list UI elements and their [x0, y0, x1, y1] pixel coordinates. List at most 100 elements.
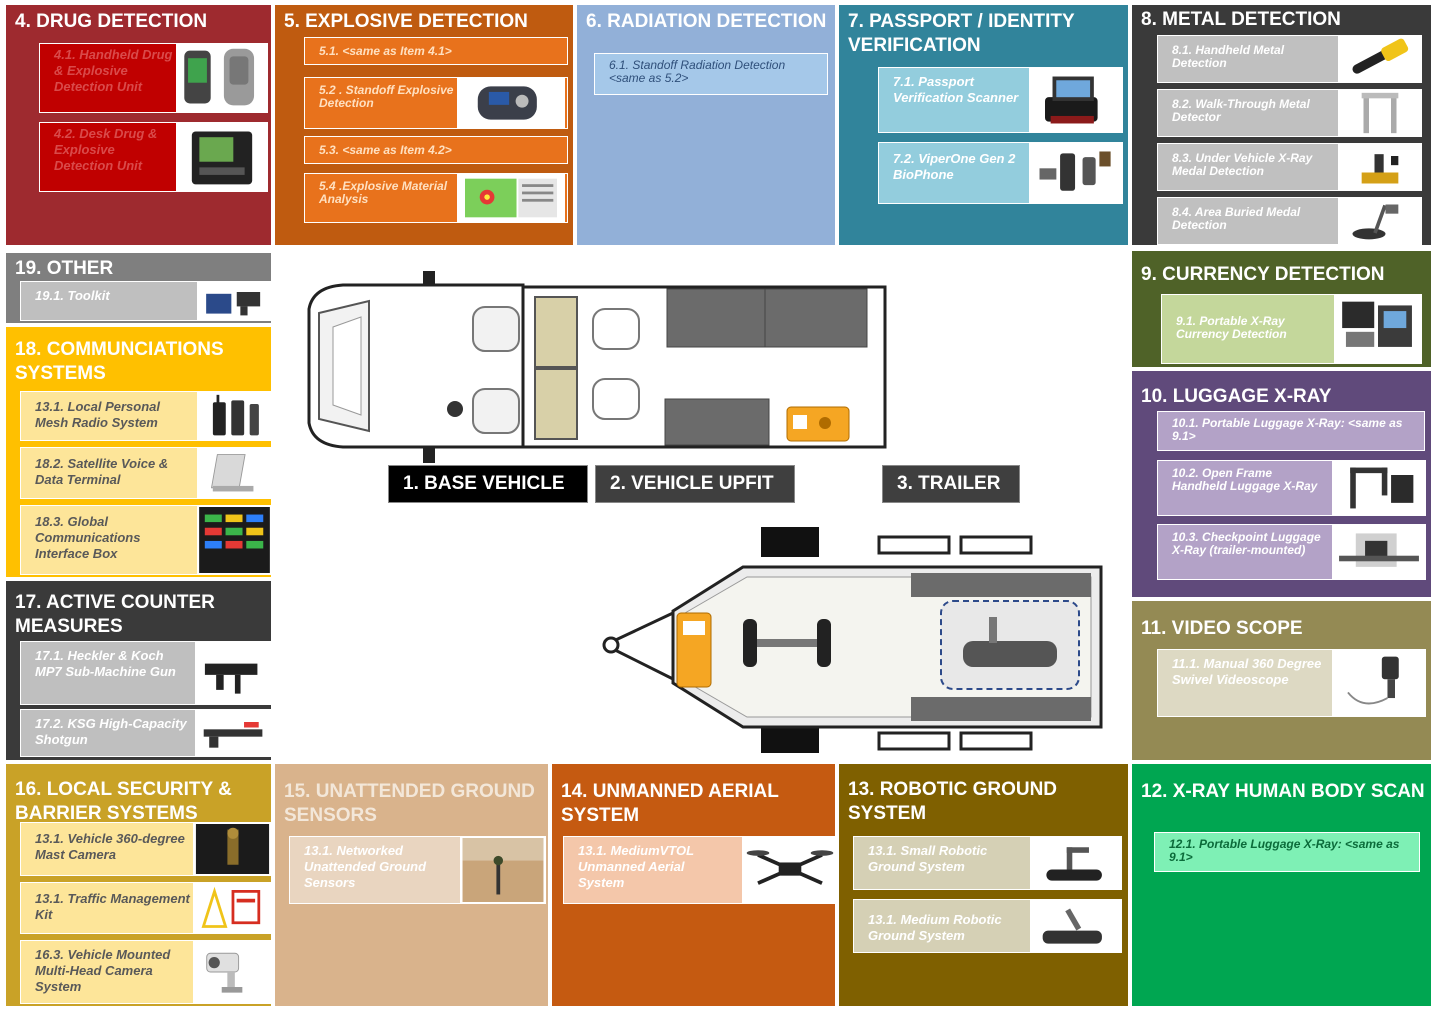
panel-radiation-detection: 6. RADIATION DETECTION 6.1. Standoff Rad… — [575, 3, 837, 247]
panel-explosive-detection: 5. EXPLOSIVE DETECTION 5.1. <same as Ite… — [273, 3, 575, 247]
item-label: 17.1. Heckler & Koch MP7 Sub-Machine Gun — [35, 648, 176, 679]
item-17-1[interactable]: 17.1. Heckler & Koch MP7 Sub-Machine Gun — [20, 641, 271, 705]
item-5-2[interactable]: 5.2 . Standoff Explosive Detection — [304, 77, 568, 129]
panel-title: 4. DRUG DETECTION — [15, 11, 208, 32]
item-label: 12.1. Portable Luggage X-Ray: <same as 9… — [1169, 837, 1400, 864]
submachine-gun-icon — [195, 641, 271, 705]
item-5-3[interactable]: 5.3. <same as Item 4.2> — [304, 136, 568, 164]
item-8-3[interactable]: 8.3. Under Vehicle X-Ray Medal Detection — [1157, 143, 1422, 191]
panel-title: 11. VIDEO SCOPE — [1141, 618, 1303, 639]
small-robot-icon — [1030, 836, 1122, 890]
item-label: 13.1. Vehicle 360-degree Mast Camera — [35, 831, 185, 862]
panel-title: 16. LOCAL SECURITY & BARRIER SYSTEMS — [15, 779, 232, 824]
panel-title: 8. METAL DETECTION — [1141, 9, 1341, 30]
biophone-icon — [1029, 142, 1123, 204]
base-vehicle-label[interactable]: 1. BASE VEHICLE — [388, 465, 588, 503]
item-label: 5.4 .Explosive Material Analysis — [319, 179, 448, 206]
item-label: 10.3. Checkpoint Luggage X-Ray (trailer-… — [1172, 530, 1321, 557]
metal-wand-icon — [1338, 35, 1422, 83]
item-16-1[interactable]: 13.1. Vehicle 360-degree Mast Camera — [20, 822, 271, 876]
item-label: 13.1. Traffic Management Kit — [35, 891, 190, 922]
item-10-2[interactable]: 10.2. Open Frame Handheld Luggage X-Ray — [1157, 460, 1426, 516]
panel-title: 15. UNATTENDED GROUND SENSORS — [284, 781, 535, 826]
videoscope-icon — [1332, 649, 1426, 717]
item-7-2[interactable]: 7.2. ViperOne Gen 2 BioPhone — [878, 142, 1123, 204]
panel-robotic-ground-system: 13. ROBOTIC GROUND SYSTEM 13.1. Small Ro… — [837, 762, 1130, 1008]
item-4-1[interactable]: 4.1. Handheld Drug & Explosive Detection… — [39, 43, 268, 113]
panel-luggage-xray: 10. LUGGAGE X-RAY 10.1. Portable Luggage… — [1130, 369, 1433, 599]
item-18-1[interactable]: 13.1. Local Personal Mesh Radio System — [20, 391, 271, 441]
item-label: 7.2. ViperOne Gen 2 BioPhone — [893, 151, 1016, 182]
standoff-detector-icon — [457, 77, 565, 129]
item-13-1-small[interactable]: 13.1. Small Robotic Ground System — [853, 836, 1122, 890]
item-label: 13.1. MediumVTOL Unmanned Aerial System — [578, 843, 694, 890]
item-label: 5.1. <same as Item 4.1> — [319, 44, 452, 58]
medium-robot-icon — [1030, 899, 1122, 953]
item-label: 8.3. Under Vehicle X-Ray Medal Detection — [1172, 151, 1313, 178]
item-5-1[interactable]: 5.1. <same as Item 4.1> — [304, 37, 568, 65]
item-10-3[interactable]: 10.3. Checkpoint Luggage X-Ray (trailer-… — [1157, 524, 1426, 580]
multi-camera-icon — [193, 940, 271, 1004]
item-8-1[interactable]: 8.1. Handheld Metal Detection — [1157, 35, 1422, 83]
satellite-terminal-icon — [197, 447, 271, 499]
item-17-2[interactable]: 17.2. KSG High-Capacity Shotgun — [20, 709, 271, 757]
item-9-1[interactable]: 9.1. Portable X-Ray Currency Detection — [1161, 294, 1422, 364]
item-18-2[interactable]: 18.2. Satellite Voice & Data Terminal — [20, 447, 271, 499]
open-frame-xray-icon — [1332, 460, 1426, 516]
radio-icon — [197, 391, 271, 441]
panel-local-security-barrier: 16. LOCAL SECURITY & BARRIER SYSTEMS 13.… — [4, 762, 273, 1008]
passport-scanner-icon — [1029, 67, 1123, 133]
item-4-2[interactable]: 4.2. Desk Drug & Explosive Detection Uni… — [39, 122, 268, 192]
item-8-2[interactable]: 8.2. Walk-Through Metal Detector — [1157, 89, 1422, 137]
drone-icon — [742, 836, 835, 904]
analysis-screen-icon — [457, 173, 565, 223]
panel-drug-detection: 4. DRUG DETECTION 4.1. Handheld Drug & E… — [4, 3, 273, 247]
under-vehicle-icon — [1338, 143, 1422, 191]
xray-case-icon — [1334, 294, 1422, 364]
buried-metal-detector-icon — [1338, 197, 1422, 245]
handheld-detector-icon — [176, 43, 268, 113]
item-14-1[interactable]: 13.1. MediumVTOL Unmanned Aerial System — [563, 836, 835, 904]
item-label: 19.1. Toolkit — [35, 288, 110, 303]
item-label: 10.2. Open Frame Handheld Luggage X-Ray — [1172, 466, 1318, 493]
desk-detector-icon — [176, 122, 268, 192]
item-12-1[interactable]: 12.1. Portable Luggage X-Ray: <same as 9… — [1154, 832, 1420, 872]
item-13-1-medium[interactable]: 13.1. Medium Robotic Ground System — [853, 899, 1122, 953]
item-18-3[interactable]: 18.3. Global Communications Interface Bo… — [20, 505, 271, 575]
item-label: 13.1. Networked Unattended Ground Sensor… — [304, 843, 427, 890]
item-7-1[interactable]: 7.1. Passport Verification Scanner — [878, 67, 1123, 133]
item-15-1[interactable]: 13.1. Networked Unattended Ground Sensor… — [289, 836, 546, 904]
item-16-2[interactable]: 13.1. Traffic Management Kit — [20, 882, 271, 934]
item-label: 4.2. Desk Drug & Explosive Detection Uni… — [54, 126, 158, 173]
panel-title: 17. ACTIVE COUNTER MEASURES — [15, 592, 215, 637]
toolkit-icon — [197, 281, 271, 321]
trailer-label[interactable]: 3. TRAILER — [882, 465, 1020, 503]
traffic-kit-icon — [193, 882, 271, 934]
panel-title: 10. LUGGAGE X-RAY — [1141, 386, 1332, 407]
ground-sensor-icon — [460, 836, 546, 904]
panel-other: 19. OTHER 19.1. Toolkit — [4, 251, 273, 325]
item-label: 6.1. Standoff Radiation Detection <same … — [609, 58, 786, 85]
item-label: 7.1. Passport Verification Scanner — [893, 74, 1019, 105]
panel-title: 13. ROBOTIC GROUND SYSTEM — [848, 779, 1058, 824]
item-label: 18.3. Global Communications Interface Bo… — [35, 514, 141, 561]
vehicle-upfit-label[interactable]: 2. VEHICLE UPFIT — [595, 465, 795, 503]
item-label: 10.1. Portable Luggage X-Ray: <same as 9… — [1172, 416, 1403, 443]
panel-passport-verification: 7. PASSPORT / IDENTITY VERIFICATION 7.1.… — [837, 3, 1130, 247]
panel-title: 14. UNMANNED AERIAL SYSTEM — [561, 781, 779, 826]
item-label: 16.3. Vehicle Mounted Multi-Head Camera … — [35, 947, 171, 994]
item-6-1[interactable]: 6.1. Standoff Radiation Detection <same … — [594, 53, 828, 95]
item-16-3[interactable]: 16.3. Vehicle Mounted Multi-Head Camera … — [20, 940, 271, 1004]
item-label: 18.2. Satellite Voice & Data Terminal — [35, 456, 169, 487]
item-11-1[interactable]: 11.1. Manual 360 Degree Swivel Videoscop… — [1157, 649, 1426, 717]
base-vehicle-outline — [307, 271, 525, 463]
item-19-1[interactable]: 19.1. Toolkit — [20, 281, 271, 321]
shotgun-icon — [195, 709, 271, 757]
panel-title: 5. EXPLOSIVE DETECTION — [284, 11, 528, 32]
item-8-4[interactable]: 8.4. Area Buried Medal Detection — [1157, 197, 1422, 245]
panel-title: 18. COMMUNCIATIONS SYSTEMS — [15, 339, 224, 384]
item-label: 13.1. Medium Robotic Ground System — [868, 912, 1002, 943]
item-10-1[interactable]: 10.1. Portable Luggage X-Ray: <same as 9… — [1157, 411, 1425, 451]
item-label: 8.4. Area Buried Medal Detection — [1172, 205, 1301, 232]
item-5-4[interactable]: 5.4 .Explosive Material Analysis — [304, 173, 568, 223]
